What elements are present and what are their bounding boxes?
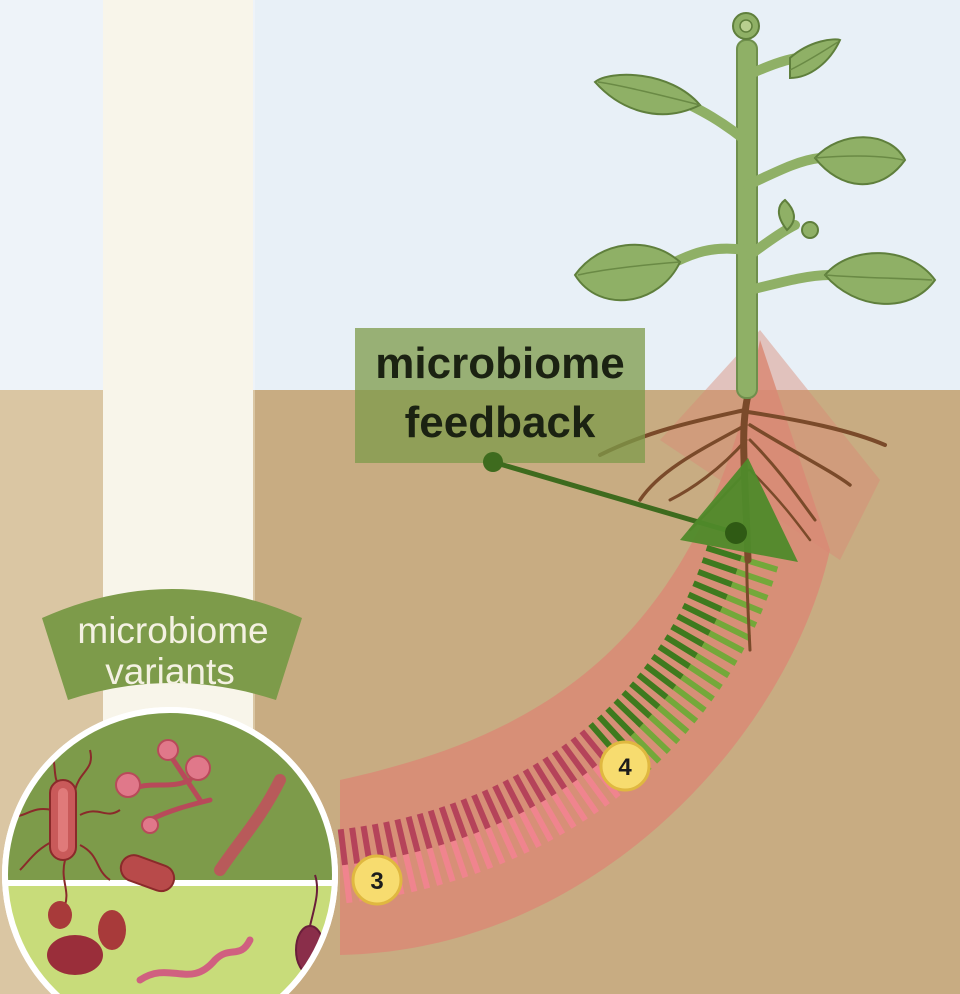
arc-stripe: [394, 818, 409, 856]
arc-stripe: [720, 606, 758, 628]
arc-stripe: [605, 706, 635, 737]
arc-stripe: [582, 772, 610, 807]
arc-stripe: [657, 644, 692, 670]
arc-stripe: [621, 690, 653, 719]
feedback-arc-highlight: [660, 330, 880, 560]
arc-stripe: [664, 694, 699, 724]
arc-stripe: [664, 634, 698, 659]
arc-stripe: [725, 594, 764, 615]
arc-stripe: [643, 663, 677, 690]
arc-stripe: [522, 768, 547, 803]
arc-stripe: [639, 723, 671, 755]
arc-stripe: [701, 557, 738, 575]
arc-stripe: [551, 793, 577, 829]
arc-stripe: [705, 544, 742, 562]
arc-stripe: [670, 624, 705, 648]
arc-stripe: [708, 630, 745, 654]
arc-stripe: [648, 714, 681, 745]
arc-stripe: [502, 779, 525, 815]
arc-stripe: [714, 618, 751, 641]
connector-end-dot: [725, 522, 747, 544]
marker-3: 3: [351, 854, 403, 906]
plant: [573, 12, 937, 399]
svg-text:4: 4: [618, 754, 632, 781]
arc-stripe: [735, 568, 774, 587]
arc-stripe: [427, 809, 445, 846]
arc-stripe: [360, 825, 373, 863]
arc-stripe: [687, 664, 723, 690]
arc-stripe: [579, 729, 608, 762]
arc-stripe: [337, 828, 348, 866]
arc-stripe: [650, 653, 684, 680]
arc-stripe: [540, 799, 566, 836]
arc-stripe: [518, 811, 542, 849]
arc-stripe: [462, 836, 481, 874]
arc-stripe: [507, 816, 530, 854]
stripes-group: [337, 544, 779, 904]
arc-stripe: [481, 789, 503, 825]
arc-stripe: [672, 684, 707, 713]
variants-label-banner: [42, 589, 302, 700]
arc-stripe: [449, 802, 468, 839]
variants-label-line1: microbiome: [77, 610, 268, 651]
arc-stripe: [596, 714, 626, 745]
arc-stripe: [697, 568, 733, 588]
arc-stripe: [694, 653, 731, 679]
arc-stripe: [701, 641, 738, 667]
arc-stripe: [561, 743, 588, 777]
arc-stripe: [512, 774, 536, 809]
arc-stripe: [471, 793, 491, 830]
arc-stripe: [570, 736, 598, 769]
arc-stripe: [572, 779, 599, 815]
arc-stripe: [492, 784, 514, 820]
connector-start-dot: [483, 452, 503, 472]
arc-stripe: [473, 831, 494, 870]
arc-stripe: [692, 580, 728, 600]
arc-stripe: [681, 602, 717, 625]
arc-stripe: [730, 581, 769, 601]
arc-stripe: [460, 798, 480, 834]
arc-stripe: [562, 786, 588, 822]
arc-stripe: [383, 821, 397, 858]
feedback-label-box: [355, 328, 645, 463]
arc-stripe: [426, 847, 443, 886]
arc-stripe: [416, 813, 433, 850]
arc-stripe: [636, 672, 669, 700]
arc-stripe: [342, 864, 353, 904]
arc-stripe: [532, 762, 557, 797]
arc-stripe: [405, 816, 421, 853]
arc-stripe: [414, 850, 431, 890]
arc-stripe: [349, 827, 361, 864]
arc-stripe: [496, 822, 518, 860]
arc-stripe: [402, 853, 418, 893]
arc-stripe: [687, 591, 723, 613]
feedback-connector: [492, 459, 737, 536]
arc-stripe: [371, 823, 385, 861]
arc-stripe: [438, 844, 456, 883]
arc-stripe: [450, 840, 469, 879]
feedback-label-line1: microbiome: [375, 339, 624, 388]
arc-stripe: [629, 681, 661, 710]
arc-stripe: [656, 704, 690, 734]
marker-4: 4: [599, 740, 651, 792]
arc-stripe: [438, 806, 457, 843]
svg-text:3: 3: [370, 868, 383, 895]
variants-label-line2: variants: [105, 651, 235, 692]
arc-stripe: [551, 750, 578, 784]
arc-stripe: [630, 732, 662, 764]
arc-stripe: [680, 674, 715, 702]
arc-stripe: [485, 827, 506, 865]
arc-stripe: [542, 756, 568, 790]
feedback-triangle: [680, 458, 798, 562]
arc-stripe: [676, 613, 711, 636]
feedback-label-line2: feedback: [405, 398, 596, 447]
arc-stripe: [529, 805, 554, 842]
arc-stripe: [613, 698, 644, 728]
